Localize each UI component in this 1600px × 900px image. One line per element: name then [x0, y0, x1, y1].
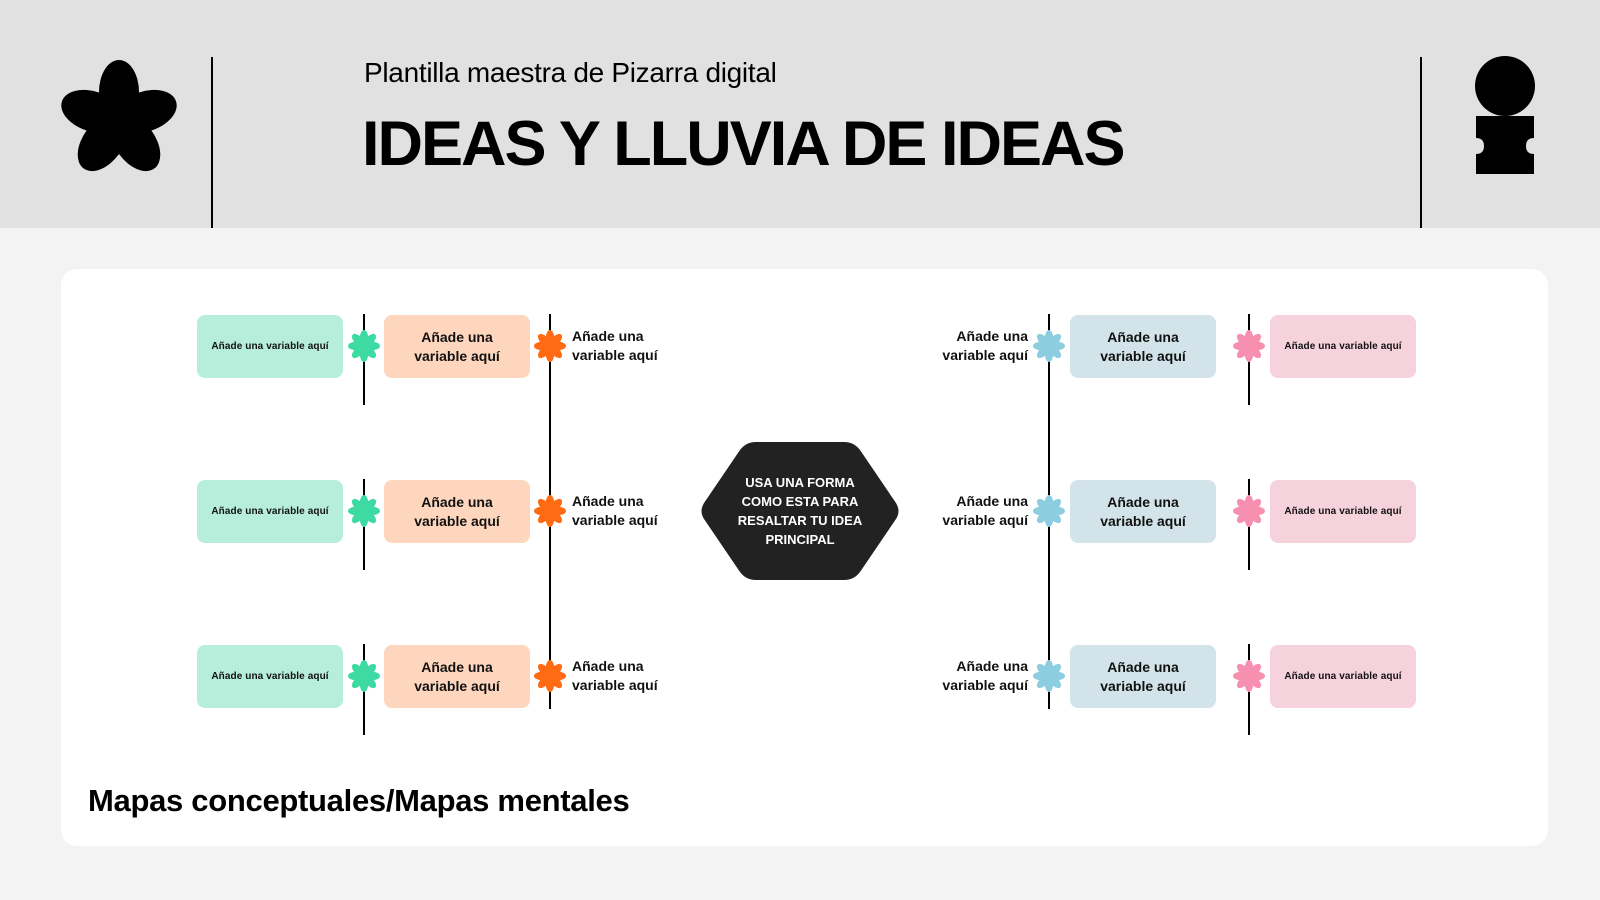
asterisk-burst-icon — [348, 330, 380, 362]
variable-box-green[interactable]: Añade una variable aquí — [197, 480, 343, 543]
asterisk-burst-icon — [1033, 330, 1065, 362]
variable-label-right[interactable]: Añade una variable aquí — [942, 493, 1028, 528]
variable-box-orange[interactable]: Añade una variable aquí — [384, 645, 530, 708]
variable-box-pink[interactable]: Añade una variable aquí — [1270, 480, 1416, 543]
variable-box-pink[interactable]: Añade una variable aquí — [1270, 315, 1416, 378]
page-subtitle: Plantilla maestra de Pizarra digital — [364, 57, 777, 88]
asterisk-burst-icon — [1233, 660, 1265, 692]
header-band: Plantilla maestra de Pizarra digital IDE… — [0, 0, 1600, 228]
page-title: IDEAS Y LLUVIA DE IDEAS — [362, 109, 1125, 179]
variable-box-blue[interactable]: Añade una variable aquí — [1070, 480, 1216, 543]
asterisk-burst-icon — [348, 495, 380, 527]
asterisk-burst-icon — [534, 330, 566, 362]
variable-box-blue[interactable]: Añade una variable aquí — [1070, 315, 1216, 378]
variable-box-orange[interactable]: Añade una variable aquí — [384, 480, 530, 543]
flower-logo-icon — [61, 60, 177, 172]
asterisk-burst-icon — [534, 495, 566, 527]
variable-label-right[interactable]: Añade una variable aquí — [942, 658, 1028, 693]
asterisk-burst-icon — [1033, 660, 1065, 692]
header-divider-right — [1420, 57, 1422, 228]
asterisk-burst-icon — [348, 660, 380, 692]
variable-box-pink[interactable]: Añade una variable aquí — [1270, 645, 1416, 708]
asterisk-burst-icon — [1033, 495, 1065, 527]
central-idea-text[interactable]: USA UNA FORMA COMO ESTA PARA RESALTAR TU… — [737, 475, 863, 547]
variable-label-left[interactable]: Añade una variable aquí — [572, 328, 658, 363]
variable-box-blue[interactable]: Añade una variable aquí — [1070, 645, 1216, 708]
variable-box-green[interactable]: Añade una variable aquí — [197, 315, 343, 378]
variable-label-left[interactable]: Añade una variable aquí — [572, 493, 658, 528]
variable-label-right[interactable]: Añade una variable aquí — [942, 328, 1028, 363]
figure-logo-icon — [1475, 56, 1535, 174]
diagram-caption: Mapas conceptuales/Mapas mentales — [88, 783, 630, 818]
variable-box-green[interactable]: Añade una variable aquí — [197, 645, 343, 708]
variable-label-left[interactable]: Añade una variable aquí — [572, 658, 658, 693]
asterisk-burst-icon — [534, 660, 566, 692]
asterisk-burst-icon — [1233, 495, 1265, 527]
variable-box-orange[interactable]: Añade una variable aquí — [384, 315, 530, 378]
header-divider-left — [211, 57, 213, 228]
central-idea-shape[interactable] — [700, 440, 900, 582]
asterisk-burst-icon — [1233, 330, 1265, 362]
